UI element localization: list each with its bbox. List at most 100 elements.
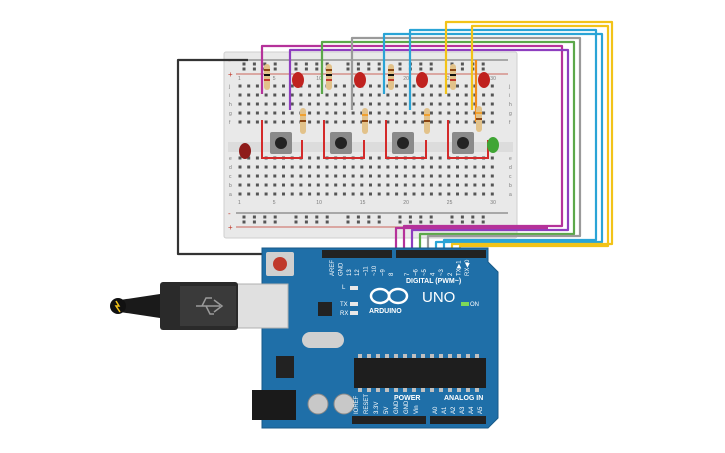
breadboard-hole: [316, 120, 320, 124]
power-section-label: POWER: [394, 395, 420, 402]
resistor-3b-band: [424, 120, 430, 122]
breadboard-hole: [403, 84, 407, 88]
breadboard-hole: [360, 111, 364, 115]
row-letter: g: [509, 111, 512, 117]
push-button-2-cap[interactable]: [335, 137, 347, 149]
power-jack[interactable]: [252, 390, 296, 420]
breadboard-hole: [264, 93, 268, 97]
breadboard-hole: [264, 111, 268, 115]
breadboard-hole: [490, 84, 494, 88]
breadboard-hole: [255, 174, 259, 178]
breadboard-hole: [386, 174, 390, 178]
breadboard-hole: [334, 165, 338, 169]
breadboard-hole: [360, 192, 364, 196]
led-red-2[interactable]: [354, 72, 366, 88]
breadboard-hole: [386, 111, 390, 115]
usb-socket: [233, 283, 289, 329]
wire-magenta-2[interactable]: [394, 226, 548, 250]
breadboard-hole: [264, 192, 268, 196]
breadboard-hole: [403, 192, 407, 196]
breadboard-hole: [238, 183, 242, 187]
breadboard-hole: [464, 120, 468, 124]
resistor-2[interactable]: [326, 64, 332, 90]
wire-cyan-2[interactable]: [408, 28, 598, 250]
on-label: ON: [470, 302, 479, 308]
wire-magenta-1[interactable]: [260, 44, 564, 250]
digital-pin-label: ~10: [372, 265, 378, 276]
resistor-3[interactable]: [388, 64, 394, 90]
breadboard-hole: [429, 165, 433, 169]
resistor-1-band: [264, 69, 270, 71]
led-dark-red[interactable]: [239, 143, 251, 159]
rail-hole: [429, 215, 433, 219]
breadboard-hole: [369, 93, 372, 97]
push-button-1-cap[interactable]: [275, 137, 287, 149]
wire-yellow-2[interactable]: [458, 24, 610, 250]
rail-hole: [377, 62, 381, 66]
power-header[interactable]: [352, 416, 426, 424]
breadboard-hole: [482, 183, 486, 187]
breadboard-hole: [299, 93, 303, 97]
push-button-4-cap[interactable]: [457, 137, 469, 149]
resistor-1b-band: [300, 114, 306, 116]
wire-yellow-1[interactable]: [444, 20, 614, 250]
rail-hole: [398, 220, 402, 224]
digital-pin-label: 12: [355, 269, 361, 276]
column-number: 25: [447, 76, 453, 82]
power-pin-label: GND: [404, 400, 410, 414]
led-red-4[interactable]: [478, 72, 490, 88]
breadboard[interactable]: - + - + jjiihhggffeeddccbbaa115510101515…: [223, 51, 518, 239]
digital-header-right[interactable]: [396, 250, 486, 258]
led-green[interactable]: [487, 137, 499, 153]
breadboard-hole: [308, 183, 312, 187]
column-number: 1: [238, 200, 241, 206]
breadboard-hole: [403, 102, 407, 106]
wire-gnd-black[interactable]: [176, 58, 268, 256]
breadboard-hole: [290, 174, 294, 178]
breadboard-hole: [238, 156, 242, 160]
breadboard-hole: [377, 156, 381, 160]
digital-pin-label: ~11: [364, 266, 370, 276]
led-red-1[interactable]: [292, 72, 304, 88]
breadboard-hole: [447, 84, 451, 88]
breadboard-hole: [247, 156, 251, 160]
breadboard-hole: [238, 120, 242, 124]
breadboard-hole: [456, 111, 459, 115]
rail-top-plus-label: +: [228, 70, 233, 79]
rail-hole: [377, 220, 381, 224]
breadboard-hole: [386, 192, 390, 196]
resistor-3-band: [388, 79, 394, 81]
resistor-2b-band: [362, 114, 368, 116]
row-letter: i: [229, 93, 230, 99]
breadboard-hole: [282, 102, 285, 106]
breadboard-hole: [316, 156, 320, 160]
breadboard-hole: [429, 183, 433, 187]
breadboard-hole: [403, 174, 407, 178]
push-button-3-cap[interactable]: [397, 137, 409, 149]
resistor-1[interactable]: [264, 64, 270, 90]
breadboard-hole: [247, 165, 251, 169]
breadboard-hole: [255, 183, 259, 187]
breadboard-hole: [369, 165, 372, 169]
breadboard-hole: [482, 192, 486, 196]
resistor-1-band: [264, 79, 270, 81]
digital-header-left[interactable]: [322, 250, 392, 258]
wire-cyan-1[interactable]: [382, 32, 604, 250]
led-red-3[interactable]: [416, 72, 428, 88]
wire-purple[interactable]: [288, 48, 570, 250]
rail-hole: [346, 62, 350, 66]
usb-cable[interactable]: [110, 282, 289, 330]
analog-header[interactable]: [430, 416, 486, 424]
button-1-lead: [261, 120, 303, 159]
wire-green[interactable]: [320, 40, 576, 250]
reset-button[interactable]: [273, 257, 287, 271]
resistor-4-band: [450, 74, 456, 76]
breadboard-holes: [238, 62, 494, 224]
resistor-4[interactable]: [450, 64, 456, 90]
rail-hole: [315, 67, 319, 71]
rail-hole: [377, 67, 381, 71]
breadboard-hole: [395, 183, 399, 187]
wire-gray[interactable]: [350, 36, 582, 250]
